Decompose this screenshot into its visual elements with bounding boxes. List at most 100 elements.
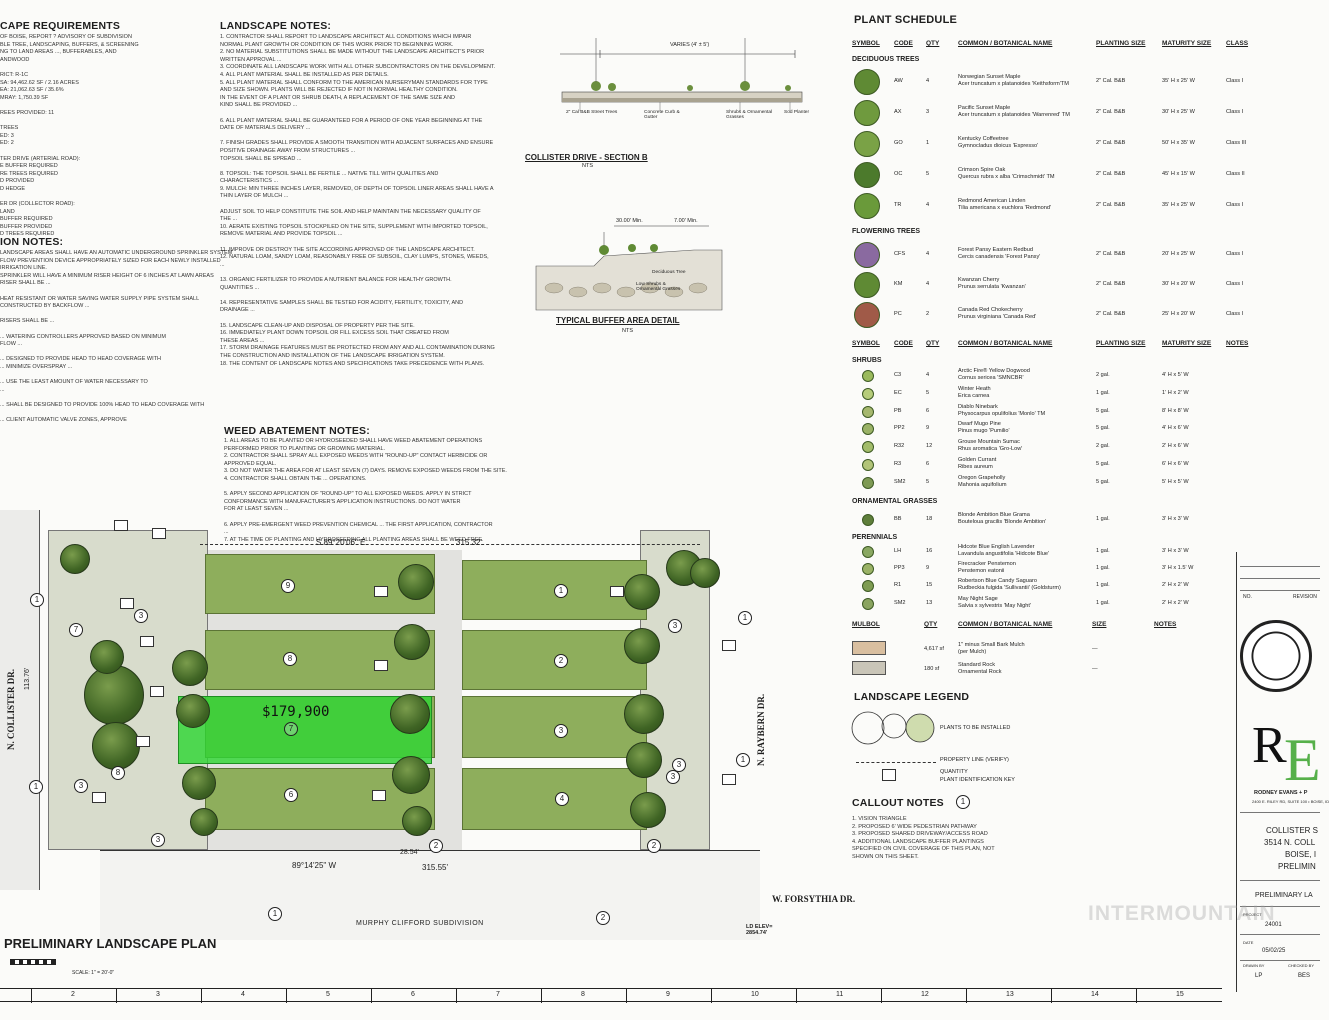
planting-size: 1 gal. [1096,565,1110,572]
landscape-note-line [220,292,492,300]
plant-common-name: Robertson Blue Candy Saguaro [958,578,1037,585]
plant-qty: 5 [926,478,930,485]
plant-common-name: Blonde Ambition Blue Grama [958,512,1030,518]
buffer-detail: 30.00' Min. 7.00' Min. Deciduous Tree Lo… [534,218,724,314]
tree [390,694,430,734]
landscape-note-line: WRITTEN APPROVAL ... [220,56,282,63]
distance-north: 315.32' [456,538,482,547]
drawn-by-label: DRAWN BY [1243,963,1265,968]
plant-qty: 9 [926,425,930,432]
plant-symbol-icon [862,459,874,471]
schedule-group-label: ORNAMENTAL GRASSES [852,498,938,505]
schedule-column-header: CLASS [1226,40,1249,47]
plant-qty: 9 [926,565,930,572]
callout-3: 3 [151,833,165,847]
lot-8[interactable] [205,630,435,690]
plant-common-name: Dwarf Mugo Pine [958,421,1001,428]
plant-code: PP2 [894,425,905,432]
schedule-column-header: PLANTING SIZE [1096,340,1146,347]
irrigation-note-line: RISERS SHALL BE ... [0,318,55,325]
callout-note-line: SHOWN ON THIS SHEET. [852,853,919,860]
plant-botanical-name: Erica carnea [958,392,990,399]
landscape-note-line: 10. AERATE EXISTING TOPSOIL STOCKPILED O… [220,223,488,230]
street-forsythia: W. FORSYTHIA DR. [772,894,856,904]
grid-tick [1051,989,1052,1003]
tree [182,766,216,800]
lot-4[interactable] [462,768,647,830]
irrigation-note-line: SPRINKLER WILL HAVE A MINIMUM RISER HEIG… [0,272,214,279]
landscape-note-line [220,201,492,209]
grid-number: 7 [496,991,500,998]
tree [176,694,210,728]
grid-tick [31,989,32,1003]
requirement-line: LAND [0,208,15,215]
plant-tag [374,586,388,597]
irrigation-note-line [0,372,210,380]
irrigation-note-line: CONSTRUCTED BY BACKFLOW ... [0,303,90,310]
weed-note-line: 4. CONTRACTOR SHALL OBTAIN THE ... OPERA… [224,475,367,482]
plant-class: Class I [1226,109,1244,115]
buffer-detail-drawing [535,225,723,311]
plant-common-name: Winter Heath [958,385,991,392]
south-lot-number-2: 2 [596,911,610,925]
requirement-line [0,193,210,201]
plant-symbol-icon [862,423,874,436]
company-logo: R E [1250,712,1321,793]
grid-number: 12 [921,991,929,998]
distance-south-b2: 28.54' [400,849,419,856]
requirement-line: ED: 2 [0,140,14,147]
plant-tag [92,792,106,803]
grid-number: 5 [326,991,330,998]
landscape-note-line [220,110,492,118]
grid-tick [286,989,287,1003]
lot-9[interactable] [205,554,435,614]
plant-symbol-icon [854,272,880,298]
planting-size: 2" Cal. B&B [1096,78,1126,84]
plant-code: OC [894,171,903,177]
schedule-column-header: CODE [894,40,913,47]
grid-tick [371,989,372,1003]
requirement-line [0,64,210,72]
plant-botanical-name: Penstemon eatonii [958,568,1005,575]
plant-tag [114,520,128,531]
tree [60,544,90,574]
mulch-size: — [1092,646,1098,652]
grid-number: 15 [1176,991,1184,998]
callout-note-line: 2. PROPOSED 6' WIDE PEDESTRIAN PATHWAY [852,823,977,830]
requirement-line: NG TO LAND AREAS ..., BUFFERABLES, AND [0,49,117,56]
section-b-label-1: 2" Cal B&B Street Trees [566,110,618,115]
section-b-title: COLLISTER DRIVE - SECTION B [525,153,648,162]
maturity-size: 3' H x 1.5' W [1162,565,1194,572]
tree [172,650,208,686]
grid-tick [881,989,882,1003]
west-dimension: 113.76' [24,667,31,690]
grid-number: 8 [581,991,585,998]
callout-notes-symbol: 1 [956,795,970,809]
plant-code: TR [894,202,902,208]
grid-tick [456,989,457,1003]
plant-tag [722,774,736,785]
grid-number: 10 [751,991,759,998]
planting-size: 2" Cal. B&B [1096,171,1126,177]
checked-by-label: CHECKED BY [1288,963,1315,968]
collister-drive-road [0,510,40,890]
planting-size: 2" Cal. B&B [1096,251,1126,257]
requirement-line: BUFFER PROVIDED [0,223,53,230]
mulch-size: — [1092,666,1098,672]
tree [624,574,660,610]
plant-code: SM2 [894,599,906,606]
section-b-label-3: Shrubs & Ornamental Grasses [726,110,773,120]
landscape-note-line: DATE OF MATERIALS DELIVERY ... [220,125,311,132]
mulch-column-header: COMMON / BOTANICAL NAME [958,621,1053,628]
landscape-note-line: 18. THE CONTENT OF LANDSCAPE NOTES AND S… [220,360,485,367]
schedule-group-label: SHRUBS [852,357,882,364]
weed-notes-title: WEED ABATEMENT NOTES: [224,425,370,437]
grid-number: 11 [836,991,844,998]
lot-7-highlight[interactable] [178,696,432,764]
plant-tag [150,686,164,697]
watermark: INTERMOUNTAIN [1088,902,1276,925]
lot-number-9: 9 [281,579,295,593]
schedule-group-label: PERENNIALS [852,534,898,541]
plant-code: R3 [894,461,902,467]
